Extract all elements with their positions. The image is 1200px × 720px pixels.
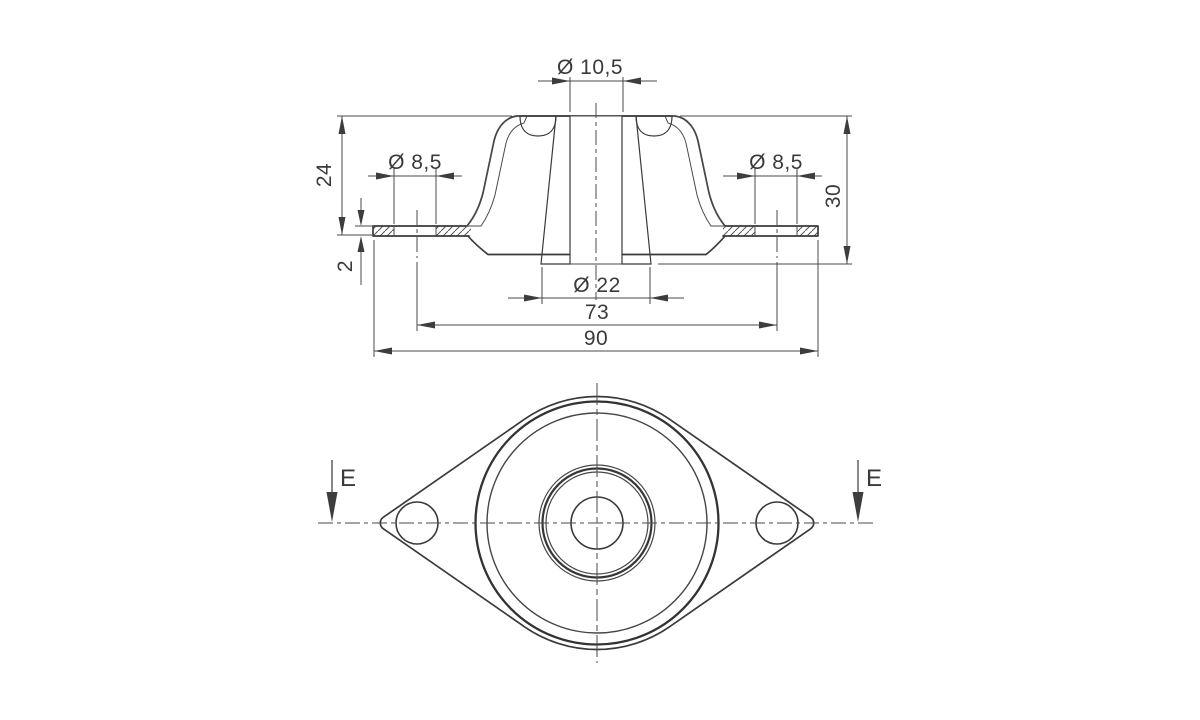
- dim-sleeve-diameter: Ø 22: [508, 267, 684, 304]
- dim-label-24: 24: [313, 163, 336, 187]
- shell-band-right: [664, 115, 727, 227]
- section-view: Ø 10,5 Ø 8,5 Ø 8,5 24 30: [313, 56, 852, 357]
- dim-bore-diameter: Ø 10,5: [538, 56, 657, 112]
- dim-height-30: 30: [658, 115, 852, 265]
- flange-left-section: [372, 225, 471, 237]
- sleeve-wall-right: [621, 115, 652, 265]
- dim-pitch-73: 73: [416, 262, 778, 331]
- dim-label-hole-left: Ø 8,5: [388, 151, 442, 174]
- dim-label-2: 2: [334, 260, 357, 272]
- dim-label-73: 73: [585, 301, 609, 324]
- dim-thickness-2: 2: [334, 198, 374, 285]
- dim-label-hole-right: Ø 8,5: [749, 151, 803, 174]
- dim-label-30: 30: [822, 184, 845, 208]
- dim-height-24: 24: [313, 115, 512, 236]
- dim-label-22: Ø 22: [573, 274, 621, 297]
- section-letter-right: E: [866, 465, 882, 492]
- section-marker-right: E: [852, 460, 882, 522]
- dim-label-90: 90: [584, 327, 608, 350]
- sleeve-wall-left: [540, 115, 571, 265]
- section-letter-left: E: [340, 465, 356, 492]
- section-marker-left: E: [326, 460, 356, 522]
- flange-outline-plan: [379, 395, 815, 651]
- dim-label-bore: Ø 10,5: [557, 56, 623, 79]
- dim-hole-left-diameter: Ø 8,5: [368, 151, 462, 224]
- dim-hole-right-diameter: Ø 8,5: [723, 151, 822, 224]
- shell-band-left: [465, 115, 528, 227]
- dim-overall-90: 90: [373, 240, 819, 357]
- plan-view: E E: [318, 383, 882, 663]
- notch-right: [635, 115, 673, 137]
- flange-right-section: [722, 225, 819, 237]
